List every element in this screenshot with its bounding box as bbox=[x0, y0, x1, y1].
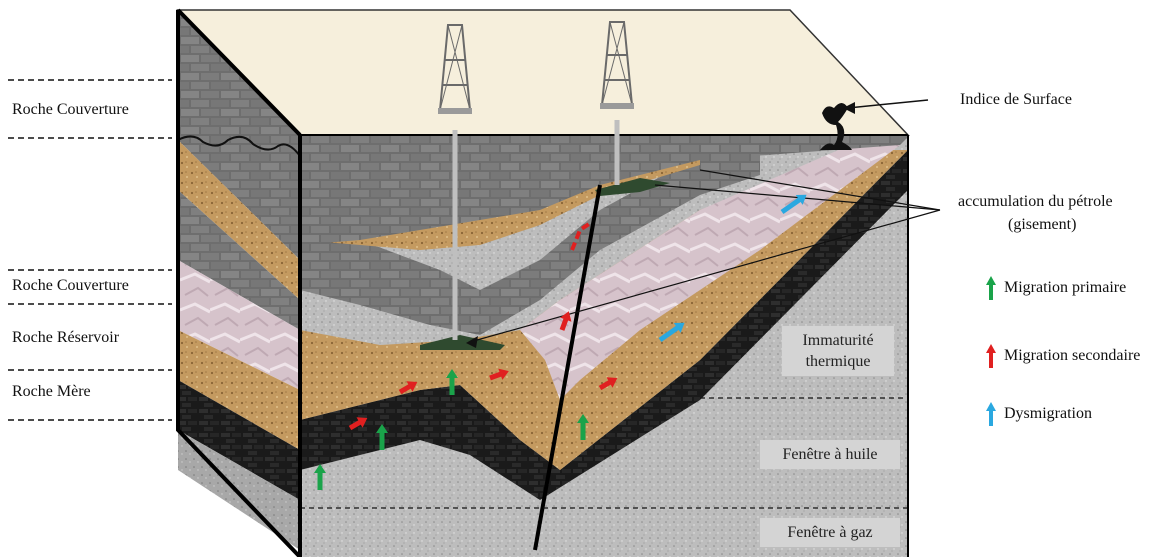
fault bbox=[533, 184, 602, 551]
secondary-migration-arrow bbox=[398, 381, 418, 395]
block-outline bbox=[176, 10, 302, 557]
zone-gas-window: Fenêtre à gaz bbox=[760, 518, 900, 547]
zone-immaturity-line2: thermique bbox=[805, 353, 871, 370]
label-accumulation-sub: (gisement) bbox=[1008, 216, 1077, 233]
primary-migration-arrow bbox=[314, 464, 326, 490]
primary-migration-arrow bbox=[577, 414, 589, 440]
seep-callout-line bbox=[847, 99, 929, 109]
legend-dysmigration-label: Dysmigration bbox=[1004, 405, 1092, 422]
label-cap-rock: Roche Couverture bbox=[12, 277, 129, 294]
secondary-migration-arrows bbox=[348, 220, 618, 431]
secondary-migration-arrow bbox=[570, 220, 594, 251]
legend-secondary-label: Migration secondaire bbox=[1004, 347, 1141, 364]
left-face bbox=[177, 10, 301, 550]
accumulation-callout-line-2 bbox=[469, 209, 941, 343]
green-arrow-icon bbox=[986, 276, 996, 300]
label-surface-seep: Indice de Surface bbox=[960, 91, 1072, 108]
secondary-migration-arrow bbox=[559, 311, 572, 331]
primary-migration-arrows bbox=[314, 369, 589, 490]
oil-accumulation-fault bbox=[595, 178, 670, 196]
blue-arrow-icon bbox=[986, 402, 996, 426]
surface-seep-icon bbox=[820, 103, 852, 150]
cap-rock-fold bbox=[300, 150, 760, 335]
red-arrow-icon bbox=[986, 344, 996, 368]
label-reservoir-rock: Roche Réservoir bbox=[12, 329, 120, 346]
label-accumulation: accumulation du pétrole bbox=[958, 193, 1113, 210]
legend-dysmigration: Dysmigration bbox=[986, 402, 1092, 426]
primary-migration-arrow bbox=[376, 424, 388, 450]
legend-primary-label: Migration primaire bbox=[1004, 279, 1127, 296]
secondary-migration-arrow bbox=[348, 417, 368, 431]
label-source-rock: Roche Mère bbox=[12, 383, 91, 400]
oil-accumulation-anticline bbox=[420, 335, 505, 350]
primary-migration-arrow bbox=[446, 369, 458, 395]
legend-primary: Migration primaire bbox=[986, 276, 1126, 300]
zone-oil-window: Fenêtre à huile bbox=[760, 440, 900, 469]
zone-thermal-immaturity: Immaturité thermique bbox=[782, 326, 894, 376]
dysmigration-arrow bbox=[658, 322, 685, 343]
label-cap-rock-top: Roche Couverture bbox=[12, 101, 129, 118]
source-rock-band bbox=[300, 150, 908, 500]
secondary-migration-arrow bbox=[489, 368, 509, 381]
secondary-migration-arrow bbox=[598, 377, 618, 391]
oil-derrick-1-icon bbox=[438, 24, 472, 340]
oil-derrick-2-icon bbox=[600, 21, 634, 185]
legend-secondary: Migration secondaire bbox=[986, 344, 1140, 368]
dysmigration-arrow bbox=[780, 194, 807, 215]
salt-lens bbox=[520, 145, 900, 400]
left-dashed-markers bbox=[8, 79, 172, 421]
zone-immaturity-line1: Immaturité bbox=[802, 332, 874, 349]
ground-surface bbox=[176, 9, 910, 136]
dysmigration-arrows bbox=[658, 194, 807, 343]
